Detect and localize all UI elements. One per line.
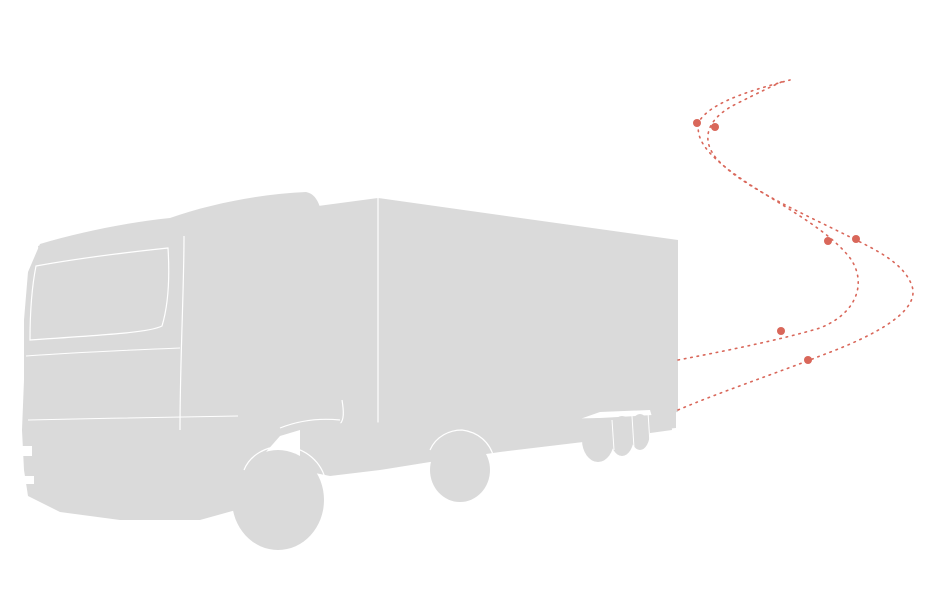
waypoint-marker — [711, 123, 719, 131]
rear-axle-lines — [611, 411, 651, 451]
windshield — [29, 247, 170, 341]
headlight-lower — [24, 476, 34, 484]
cab-step-2 — [339, 399, 344, 425]
cab-visor — [38, 220, 176, 262]
rear-bumper — [650, 410, 676, 430]
front-wheel-arch — [243, 445, 327, 483]
route-trail-upper — [677, 79, 859, 361]
cab-door-line — [179, 235, 185, 431]
waypoint-marker — [804, 356, 812, 364]
waypoint-marker — [824, 237, 832, 245]
cab-crease — [25, 347, 181, 357]
waypoint-marker — [693, 119, 701, 127]
cargo-box — [318, 198, 678, 446]
waypoints — [693, 119, 860, 364]
rear-wheel-2 — [610, 416, 634, 456]
front-wheel — [232, 450, 324, 550]
rear-wheel-3 — [630, 414, 650, 450]
middle-wheel-arch — [429, 429, 495, 459]
waypoint-marker — [777, 327, 785, 335]
middle-wheel — [430, 438, 490, 502]
rear-wheel-1 — [582, 418, 614, 462]
waypoint-marker — [852, 235, 860, 243]
cab-lower-line — [27, 415, 239, 421]
chassis — [300, 414, 672, 476]
cab-step — [279, 418, 341, 429]
headlight-left — [22, 446, 32, 456]
route-trail-lower — [677, 79, 914, 411]
route-trails — [677, 79, 914, 411]
truck-silhouette-icon — [22, 192, 678, 550]
